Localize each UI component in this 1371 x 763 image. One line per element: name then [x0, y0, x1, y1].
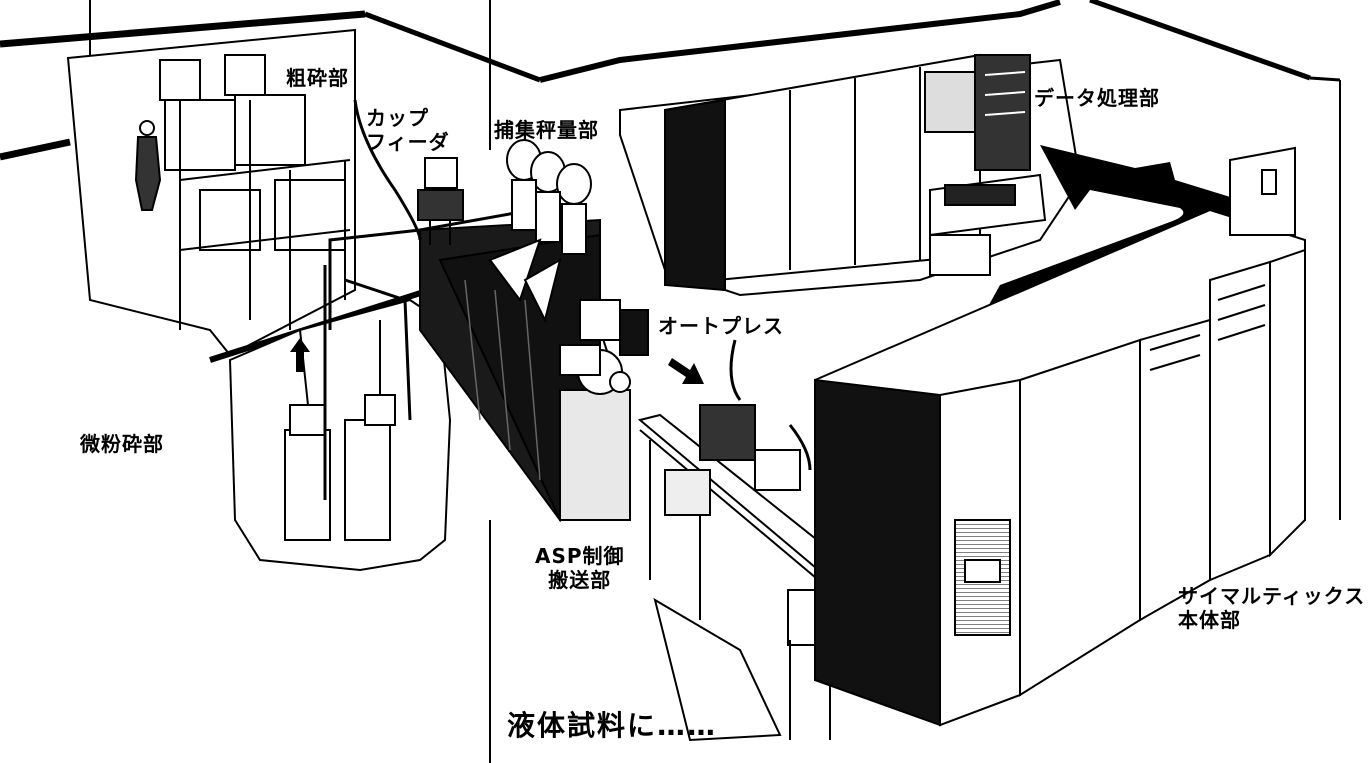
- up-arrow: [290, 338, 310, 372]
- collection-weighing-unit: [488, 139, 592, 323]
- label-collection-weighing: 捕集秤量部: [494, 118, 599, 142]
- label-fine-grinding: 微粉砕部: [80, 432, 164, 456]
- fine-grinding-room: [228, 298, 452, 572]
- label-cup-feeder: カップ フィーダ: [366, 106, 450, 154]
- auto-press-unit: [559, 299, 649, 395]
- asp-cabinets: [419, 218, 631, 523]
- simultix-main-unit: [814, 208, 1306, 727]
- conveyor-partition: [653, 597, 782, 742]
- down-right-arrow: [668, 358, 704, 384]
- label-simultix-main: サイマルティックス 本体部: [1178, 584, 1366, 632]
- partition-curves: [353, 99, 812, 471]
- cup-feeder-unit: [417, 157, 464, 245]
- worker-figure: [134, 120, 162, 211]
- coarse-crushing-room: [66, 28, 431, 363]
- label-auto-press: オートプレス: [658, 314, 784, 338]
- label-data-processing: データ処理部: [1034, 86, 1160, 110]
- wall-switch: [1261, 169, 1277, 195]
- label-coarse-crushing: 粗砕部: [286, 66, 349, 90]
- data-processing-room: [619, 53, 1082, 297]
- label-asp-control: ASP制御 搬送部: [535, 544, 625, 592]
- label-liquid-sample: 液体試料に……: [507, 709, 718, 742]
